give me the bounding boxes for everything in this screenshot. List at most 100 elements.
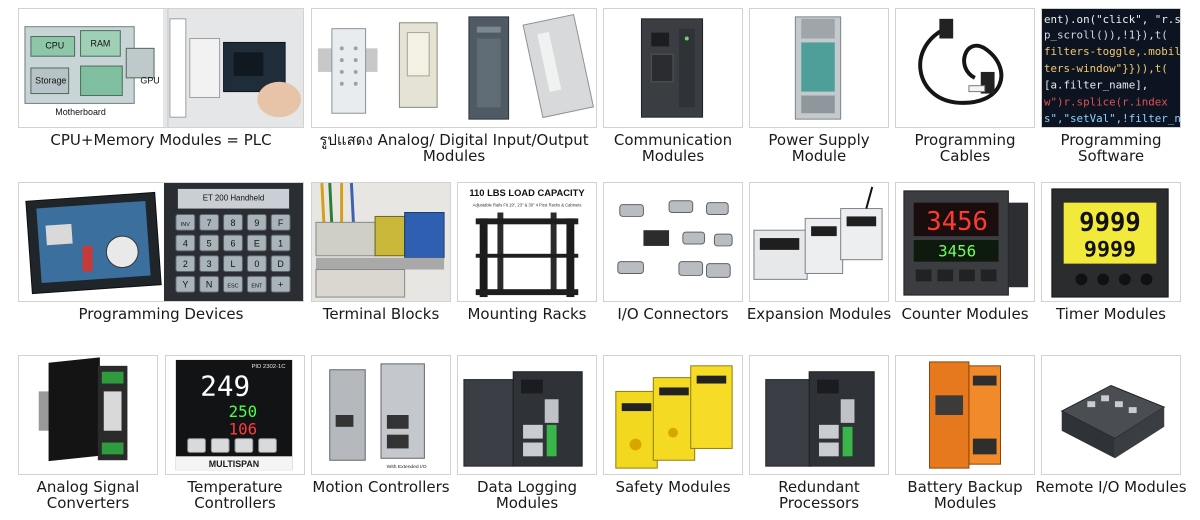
caption: Temperature Controllers [187,478,283,512]
cpu-memory-photo: CPU RAM Storage GPU Motherboard [18,8,304,128]
code-line: w")r.splice(r.index [1044,95,1168,108]
power-supply-photo [749,8,889,128]
keypad-key-label: E [254,238,260,248]
motion-controllers-photo: With Extended I/O [311,355,451,475]
caption: รูปแสดง Analog/ Digital Input/Output Mod… [319,131,589,165]
caption: Battery Backup Modules [907,478,1023,512]
battery-backup-photo [895,355,1035,475]
caption: Counter Modules [901,305,1029,323]
data-logging-photo [457,355,597,475]
rack-title: 110 LBS LOAD CAPACITY [469,188,585,198]
keypad-key-label: ESC [227,284,238,290]
keypad-key [223,213,243,231]
counter-top-readout: 3456 [926,207,988,237]
caption: Safety Modules [615,478,731,496]
keypad-key [199,255,220,272]
caption: Expansion Modules [746,305,892,323]
keypad-key [270,255,291,272]
keypad-key [175,234,196,252]
communication-photo [603,8,743,128]
keypad-key [199,234,220,252]
caption: Terminal Blocks [322,305,440,323]
keypad-key-label: 8 [231,218,236,228]
ram-label: RAM [91,38,111,48]
keypad-key [175,275,196,293]
keypad-key-label: 2 [183,259,188,269]
io-modules-photo [311,8,597,128]
keypad-key-label: 4 [183,238,188,248]
caption: Programming Software [1060,131,1162,165]
keypad-key-label: Y [182,280,188,290]
motherboard-label: Motherboard [55,107,106,117]
keypad-key [175,255,196,272]
code-line: s","setVal",!filter_n [1044,112,1180,125]
keypad-key [223,275,243,293]
keypad-key [270,213,291,231]
caption: Motion Controllers [312,478,450,496]
redundant-processors-photo [749,355,889,475]
keypad-key-label: L [231,259,236,269]
storage-label: Storage [35,76,66,86]
remote-io-photo [1041,355,1181,475]
timer-modules-photo: 9999 9999 [1041,182,1181,302]
caption: Data Logging Modules [476,478,578,512]
keypad-key [270,234,291,252]
temp-pv-readout: 249 [200,370,250,402]
programming-cables-photo [895,8,1035,128]
keypad-key-label: F [278,218,284,228]
keypad-key-label: N [206,280,212,290]
caption: Timer Modules [1055,305,1166,323]
caption: Programming Devices [78,305,244,323]
caption: Mounting Racks [467,305,587,323]
keypad-title: ET 200 Handheld [203,194,265,203]
temp-sv1-readout: 250 [229,402,257,421]
expansion-modules-photo [749,182,889,302]
keypad-key [223,234,243,252]
keypad-key [246,213,267,231]
keypad-key [270,275,291,293]
counter-modules-photo: 3456 3456 [895,182,1035,302]
caption: Programming Cables [914,131,1016,165]
keypad-key-label: D [277,259,283,269]
keypad-key-label: + [278,280,283,290]
timer-bottom-readout: 9999 [1084,238,1136,263]
keypad-key [246,275,267,293]
analog-converters-photo [18,355,158,475]
rack-subtitle: Adjustable Rails Fit 19", 23" & 30" 4 Po… [473,203,582,208]
io-connectors-photo [603,182,743,302]
code-line: [a.filter_name], [1044,79,1148,92]
programming-software-photo: ent).on("click", "r.s p_scroll()),!1}),t… [1041,8,1181,128]
keypad-key [246,255,267,272]
temp-model: PID 2302-1C [251,364,286,370]
terminal-blocks-photo [311,182,451,302]
temperature-controllers-photo: PID 2302-1C 249 250 106 MULTISPAN [165,355,305,475]
caption: Power Supply Module [768,131,870,165]
cpu-label: CPU [45,40,64,50]
code-line: filters-toggle,.mobile-filte [1044,45,1180,58]
code-line: ters-window"}})),t( [1044,62,1168,75]
safety-modules-photo [603,355,743,475]
keypad-key-label: 7 [207,218,212,228]
gpu-label: GPU [140,76,159,86]
keypad-key-label: 3 [207,259,212,269]
keypad-key [175,213,196,231]
keypad-key [199,275,220,293]
keypad-key-label: 0 [254,259,259,269]
temp-sv2-readout: 106 [229,420,257,439]
keypad-key-label: 9 [254,218,259,228]
caption: I/O Connectors [617,305,729,323]
code-line: p_scroll()),!1}),t( [1044,29,1168,42]
keypad-key [246,234,267,252]
motion-caption: With Extended I/O [387,464,427,470]
caption: CPU+Memory Modules = PLC [50,131,272,149]
caption: Analog Signal Converters [36,478,140,512]
keypad-key-label: 6 [231,238,236,248]
timer-top-readout: 9999 [1079,208,1141,238]
keypad-key-label: 5 [207,238,212,248]
keypad-key [199,213,220,231]
caption: Communication Modules [613,131,733,165]
code-line: ent).on("click", "r.s [1044,13,1180,26]
